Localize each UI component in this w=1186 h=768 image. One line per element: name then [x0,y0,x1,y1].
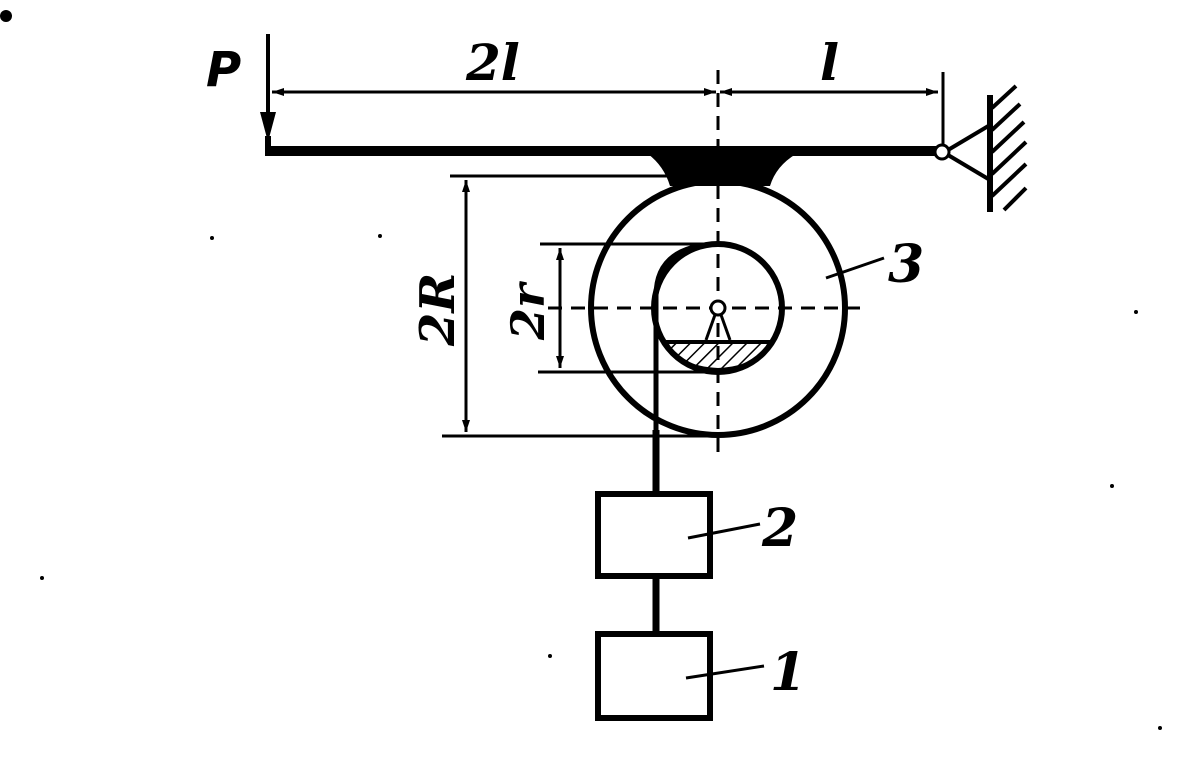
pulley-label: 3 [888,234,924,295]
pin-support [933,84,1028,212]
wall-hatching [990,84,1028,212]
axle-support [663,299,773,373]
body-1-leader [685,664,765,680]
axle-pin-icon [709,299,727,317]
inner-diameter-label: 2r [501,280,555,341]
lever-beam [265,136,944,156]
span-left-label: 2l [465,33,520,92]
outer-diameter-label: 2R [410,273,466,347]
body-2-label: 2 [761,498,798,559]
pulley-leader [825,256,885,280]
force-arrow [260,34,276,142]
dimension-inner-diameter [538,242,722,374]
force-label: P [206,42,241,98]
dimension-outer-diameter [442,174,720,438]
span-right-label: l [820,33,839,92]
body-2-leader [687,522,761,540]
pulley-bracket [648,146,796,186]
scan-specks [0,10,1162,730]
body-2 [595,491,713,579]
body-1-label: 1 [770,642,806,703]
dimension-lengths [272,72,945,146]
